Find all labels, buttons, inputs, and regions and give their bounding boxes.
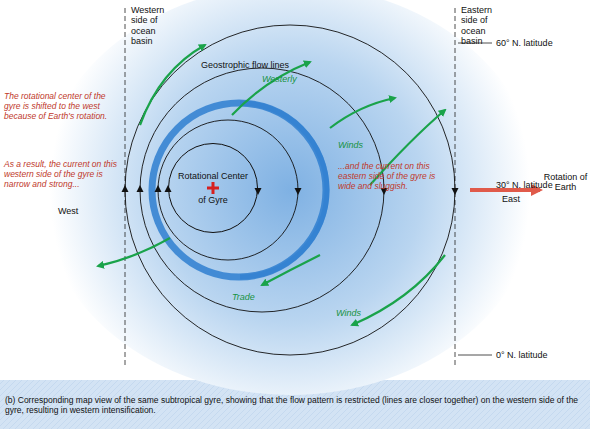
wind-label: Winds	[338, 140, 378, 150]
latitude-label: 60° N. latitude	[496, 38, 588, 48]
rotation-label: Rotation of Earth	[543, 172, 588, 193]
callout-note: As a result, the current on this western…	[4, 160, 120, 189]
wind-label: Trade	[232, 292, 272, 302]
wind-label: Westerly	[262, 74, 312, 84]
wind-label: Winds	[336, 308, 376, 318]
direction-label: East	[502, 194, 542, 204]
callout-note: ...and the current on this eastern side …	[338, 162, 450, 191]
figure-caption: (b) Corresponding map view of the same s…	[5, 396, 583, 416]
gyre-center-circle: Rotational Center of Gyre	[168, 143, 258, 233]
latitude-label: 0° N. latitude	[496, 350, 588, 360]
direction-label: West	[58, 206, 98, 216]
basin-label: Western side of ocean basin	[131, 5, 179, 46]
callout-note: The rotational center of the gyre is shi…	[4, 92, 120, 121]
flow-label: Geostrophic flow lines	[190, 60, 300, 70]
node-text: Rotational Center of Gyre	[173, 164, 253, 212]
